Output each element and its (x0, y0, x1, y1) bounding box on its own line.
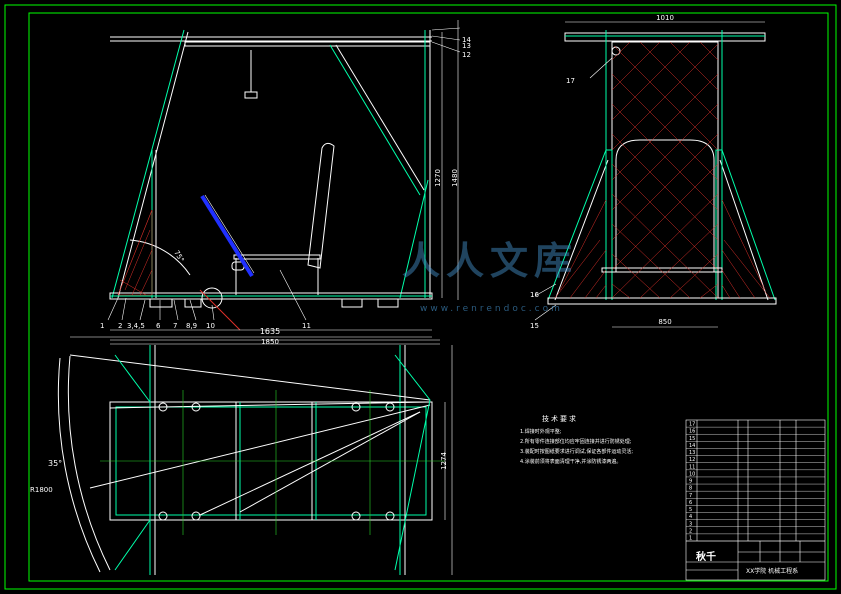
tech-line-3: 3.装配时按图纸要求进行调试,保证各部件运动灵活; (520, 449, 634, 455)
parts-row-number: 1 (689, 536, 692, 542)
swing-path (199, 289, 241, 331)
callout-14: 14 (462, 36, 471, 44)
callout-8-9: 8,9 (186, 322, 197, 330)
parts-row-number: 9 (689, 479, 692, 485)
dim-end-bottom: 850 (658, 318, 671, 326)
dim-total-height: 1480 (451, 169, 459, 187)
title-block-name: 秋千 (696, 552, 716, 563)
parts-row-number: 17 (689, 422, 695, 428)
plan-dims (70, 336, 453, 575)
callout-7: 7 (173, 322, 177, 330)
swing-arm (200, 194, 254, 278)
callout-13: 13 (462, 42, 471, 50)
callout-11: 11 (302, 322, 311, 330)
plan-view (57, 345, 433, 575)
end-view (547, 30, 777, 305)
callout-15: 15 (530, 322, 539, 330)
watermark-url: www.renrendoc.com (420, 304, 563, 314)
dim-inner-height: 1270 (434, 169, 442, 187)
callout-12: 12 (462, 51, 471, 59)
dim-bottom-width: 1635 (260, 327, 280, 336)
dim-swing-radius: R1800 (30, 486, 53, 494)
callout-1: 1 (100, 322, 104, 330)
end-view-hatch (554, 41, 771, 299)
parts-row-number: 16 (689, 429, 695, 435)
side-view (109, 29, 433, 309)
swing-arm-edge (204, 194, 255, 274)
callout-3-4-5: 3,4,5 (127, 322, 145, 330)
parts-row-number: 5 (689, 507, 692, 513)
dim-top-width: 1010 (656, 14, 674, 22)
end-dims (534, 21, 765, 328)
technical-requirements: 技术要求 1.焊接时外观平整; 2.所有零件连接部位均应牢固连接并进行防锈处理;… (520, 414, 680, 467)
tech-line-1: 1.焊接时外观平整; (520, 429, 562, 435)
callout-2: 2 (118, 322, 122, 330)
parts-row-number: 13 (689, 450, 695, 456)
dim-overall-width: 1274 (440, 452, 448, 470)
dim-overall-length: 1850 (261, 338, 279, 346)
inner-border (28, 12, 829, 582)
outer-border (4, 4, 837, 590)
parts-row-number: 2 (689, 528, 692, 534)
parts-row-number: 12 (689, 457, 695, 463)
title-block-school: XX学院 机械工程系 (746, 568, 799, 575)
parts-row-number: 15 (689, 436, 695, 442)
tech-heading: 技术要求 (542, 415, 578, 423)
dim-angle: 75° (172, 249, 185, 264)
callout-16: 16 (530, 291, 539, 299)
plan-centerlines (100, 390, 445, 535)
callout-6: 6 (156, 322, 161, 330)
parts-row-number: 6 (689, 500, 692, 506)
parts-row-number: 11 (689, 464, 695, 470)
parts-row-number: 10 (689, 471, 695, 477)
tech-line-4: 4.涂装前须将表面清理干净,并涂防锈漆两遍。 (520, 459, 622, 465)
side-hatch (117, 209, 153, 296)
parts-row-number: 7 (689, 493, 692, 499)
parts-row-number: 14 (689, 443, 695, 449)
parts-row-number: 4 (689, 514, 692, 520)
callout-10: 10 (206, 322, 215, 330)
parts-row-number: 3 (689, 521, 692, 527)
watermark-logo: 人人文库 (402, 239, 579, 283)
callout-17: 17 (566, 77, 575, 85)
dim-swing-angle: 35° (48, 459, 62, 468)
tech-line-2: 2.所有零件连接部位均应牢固连接并进行防锈处理; (520, 439, 632, 445)
side-dims (107, 20, 461, 341)
parts-row-number: 8 (689, 486, 692, 492)
